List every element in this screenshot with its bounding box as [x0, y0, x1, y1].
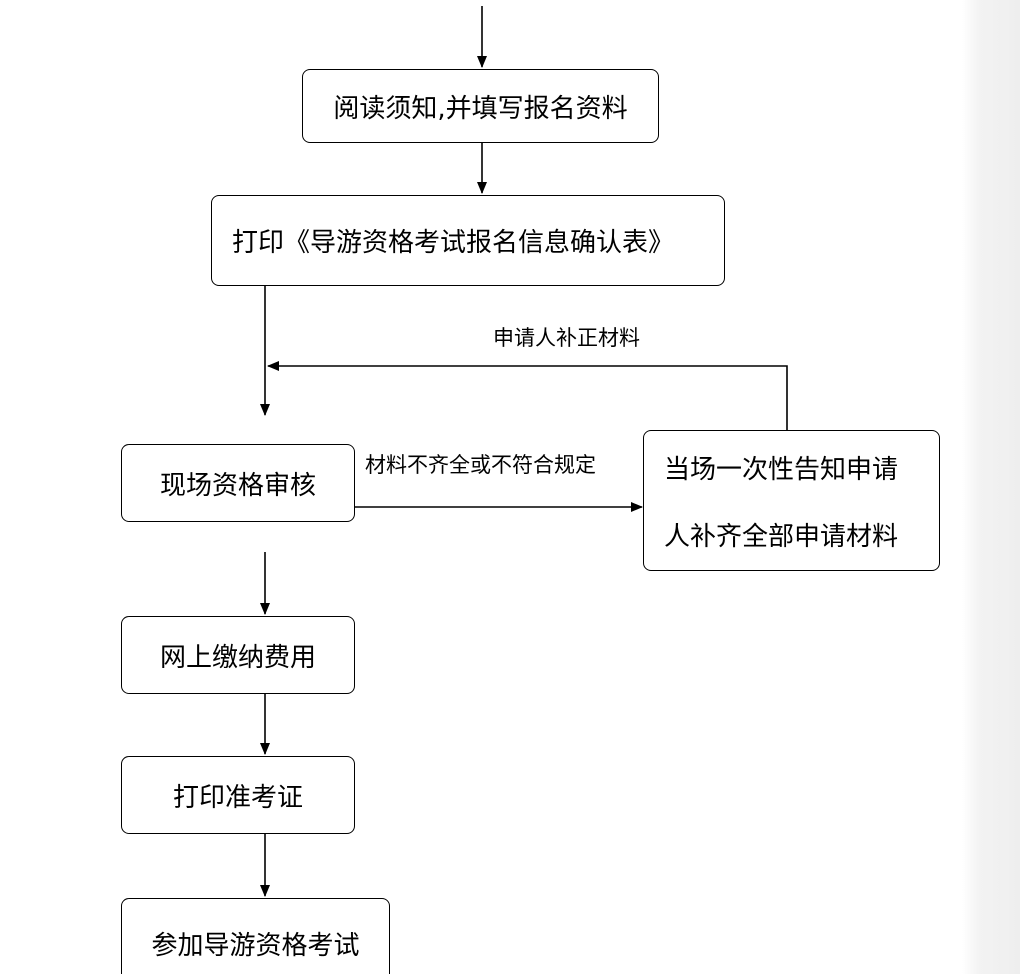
- step-take-exam-label: 参加导游资格考试: [151, 930, 360, 961]
- step-print-confirmation: 打印《导游资格考试报名信息确认表》: [211, 195, 725, 286]
- edge-label-incomplete: 材料不齐全或不符合规定: [365, 453, 596, 477]
- step-onsite-review-label: 现场资格审核: [159, 470, 316, 501]
- notify-applicant-box: 当场一次性告知申请 人补齐全部申请材料: [643, 430, 940, 571]
- step-print-admission: 打印准考证: [121, 756, 355, 834]
- step-pay-online: 网上缴纳费用: [121, 616, 355, 694]
- arrow-resubmit-loop: [267, 361, 788, 432]
- notify-line-2: 人补齐全部申请材料: [664, 521, 899, 552]
- step-take-exam: 参加导游资格考试: [121, 898, 390, 974]
- notify-line-1: 当场一次性告知申请: [664, 454, 899, 485]
- step-print-confirmation-label: 打印《导游资格考试报名信息确认表》: [232, 228, 675, 258]
- step-pay-online-label: 网上缴纳费用: [159, 642, 316, 673]
- page-edge-shadow: [962, 0, 1020, 974]
- edge-label-resubmit: 申请人补正材料: [493, 326, 640, 350]
- step-read-notice-label: 阅读须知,并填写报名资料: [333, 93, 628, 124]
- step-print-admission-label: 打印准考证: [172, 782, 303, 813]
- step-read-notice: 阅读须知,并填写报名资料: [302, 69, 659, 143]
- step-onsite-review: 现场资格审核: [121, 444, 355, 522]
